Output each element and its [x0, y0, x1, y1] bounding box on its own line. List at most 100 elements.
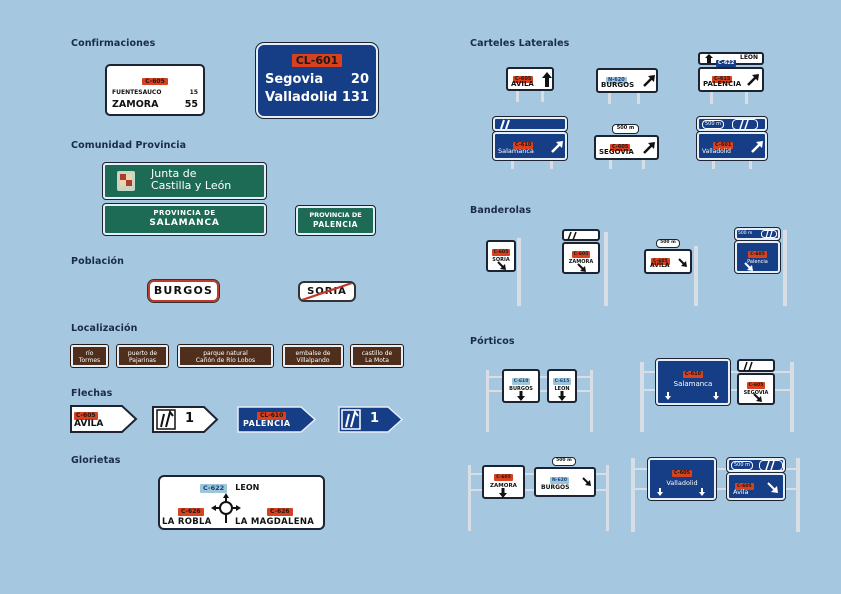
arrow-sign-avila: C-605 AVILA [70, 405, 138, 433]
junta-sign: Junta de Castilla y León [102, 162, 267, 200]
road-badge: C-605 [651, 258, 670, 265]
town-exit-sign: SORIA [298, 281, 356, 302]
portico-sign-salamanca: C-610 Salamanca [655, 358, 731, 406]
portico-sign-burgos: N-620 BURGOS [534, 467, 596, 497]
road-badge: CL-610 [257, 412, 287, 420]
destination-name: BURGOS [601, 81, 635, 89]
road-badge: N-620 [550, 477, 570, 484]
location-sign-embalse: embalse de Villalpando [282, 344, 344, 368]
destination-name: SORIA [492, 257, 510, 263]
section-title-carteles-laterales: Carteles Laterales [470, 38, 570, 49]
arrow-down-right-icon [577, 263, 586, 272]
confirmation-sign-white: C-605 FUENTESAUCO 15 ZAMORA 55 [105, 64, 205, 116]
destination-distance: 131 [341, 90, 369, 105]
portico-sign-leon: C-615 LEON [547, 369, 577, 403]
arrow-diagonal-icon [747, 74, 759, 86]
location-name: Villalpando [296, 357, 330, 364]
gantry-post [694, 246, 698, 306]
lateral-sign-motorway-panel [492, 116, 568, 132]
lateral-sign-burgos: N-620 BURGOS [596, 68, 658, 93]
gantry-post [790, 362, 794, 432]
junta-line-1: Junta de [151, 167, 197, 180]
gantry-post [783, 230, 787, 306]
distance-plate: 500 m [552, 457, 576, 466]
location-sign-puerto: puerto de Pajarinas [116, 344, 169, 368]
destination-name: Palencia [747, 259, 768, 265]
destination-distance: 55 [184, 99, 198, 110]
town-entry-sign: BURGOS [147, 279, 220, 303]
lateral-sign-salamanca: C-610 Salamanca [492, 131, 568, 161]
destination-name: LEON [235, 483, 260, 492]
gantry-post [640, 362, 644, 432]
motorway-icon [743, 361, 753, 371]
location-sign-castillo: castillo de La Mota [350, 344, 404, 368]
arrow-down-right-icon [753, 393, 762, 402]
section-title-poblacion: Población [71, 256, 125, 267]
banderola-sign-avila: C-605 AVILA [644, 249, 692, 274]
arrow-down-icon [499, 488, 507, 498]
portico-sign-avila: C-605 Avila [726, 472, 786, 501]
sign-post [642, 159, 645, 169]
gantry-post [468, 465, 471, 531]
road-badge: C-605 [746, 382, 766, 389]
banderola-sign-palencia: C-605 Palencia [734, 240, 781, 274]
arrow-down-right-icon [678, 258, 687, 267]
location-type: puerto de [127, 350, 158, 357]
road-badge: C-626 [178, 508, 204, 516]
motorway-icon [761, 230, 777, 238]
junta-line-2: Castilla y León [151, 179, 232, 192]
arrow-down-right-icon [744, 262, 753, 271]
provincia-line-2: PALENCIA [313, 220, 358, 229]
road-badge: C-626 [267, 508, 293, 516]
destination-name: AVILA [650, 262, 670, 269]
provincia-line-2: SALAMANCA [149, 218, 220, 228]
lateral-sign-leon-panel: C-622 LEON [698, 52, 764, 67]
sign-post [745, 90, 748, 104]
arrow-sign-exit-1-blue: 1 [338, 406, 404, 433]
sign-post [637, 92, 640, 104]
portico-sign-top-panel [737, 359, 775, 372]
distance-plate: 500 m [731, 461, 754, 470]
arrow-up-icon [542, 72, 552, 87]
destination-name: AVILA [74, 419, 104, 429]
distance-text: 500 m [660, 240, 676, 245]
section-title-flechas: Flechas [71, 388, 113, 399]
gantry-post [604, 232, 608, 306]
sign-post [609, 159, 612, 169]
section-title-glorietas: Glorietas [71, 455, 121, 466]
road-badge: C-610 [513, 142, 534, 149]
destination-name: Salamanca [498, 147, 534, 155]
destination-name: Valladolid [702, 148, 731, 155]
provincia-line-1: PROVINCIA DE [153, 209, 216, 217]
banderola-sign-top-panel [562, 229, 600, 241]
motorway-icon [567, 231, 577, 240]
arrow-sign-exit-1-white: 1 [152, 406, 219, 433]
destination-name: FUENTESAUCO [112, 89, 162, 96]
road-badge: C-622 [716, 60, 737, 67]
road-badge: C-615 [712, 76, 733, 83]
section-title-confirmaciones: Confirmaciones [71, 38, 156, 49]
portico-sign-segovia: C-605 SEGOVIA [737, 373, 775, 405]
road-badge: N-620 [606, 77, 627, 84]
arrow-down-icon [517, 391, 525, 401]
distance-text: 500 m [738, 231, 753, 236]
sign-post [712, 159, 715, 169]
town-name: BURGOS [153, 284, 214, 297]
section-title-porticos: Pórticos [470, 336, 515, 347]
sign-post [541, 90, 544, 102]
portico-sign-top-panel: 500 m [726, 457, 786, 473]
arrow-diagonal-icon [643, 142, 655, 154]
road-badge: C-605 [513, 76, 534, 83]
gantry-post [590, 370, 593, 432]
road-badge: C-605 [748, 251, 767, 258]
gantry-post [486, 370, 489, 432]
provincia-palencia-sign: PROVINCIA DE PALENCIA [295, 205, 376, 236]
sign-post [608, 92, 611, 104]
motorway-icon [732, 119, 758, 130]
destination-name: LA MAGDALENA [235, 517, 315, 527]
destination-name: PALENCIA [243, 419, 291, 428]
road-badge: C-610 [682, 371, 704, 378]
road-badge: C-615 [552, 378, 572, 385]
exit-number: 1 [370, 411, 380, 426]
arrow-down-right-icon [767, 482, 778, 493]
